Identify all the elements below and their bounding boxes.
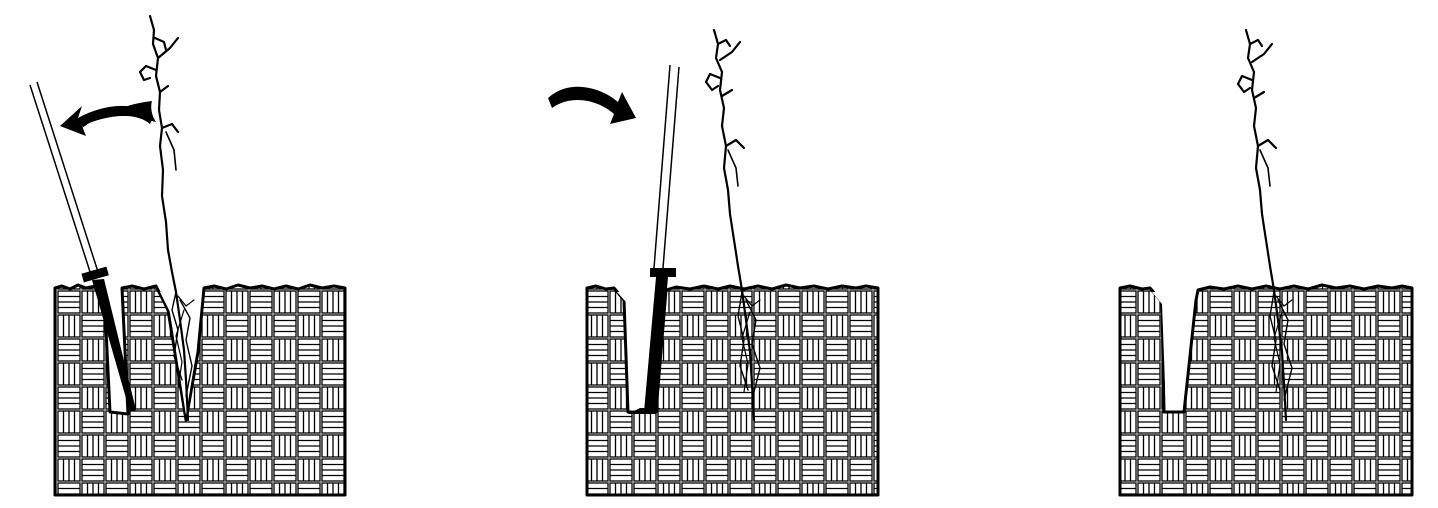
curved-arrow-left-icon — [60, 101, 156, 136]
curved-arrow-right-icon — [548, 87, 636, 124]
soil-block-icon — [1120, 285, 1412, 495]
soil-block-icon — [55, 285, 345, 495]
soil-block-icon — [587, 285, 878, 495]
panel-step-2 — [548, 30, 878, 495]
panel-step-3 — [1120, 30, 1412, 495]
panel-step-1 — [30, 16, 345, 495]
